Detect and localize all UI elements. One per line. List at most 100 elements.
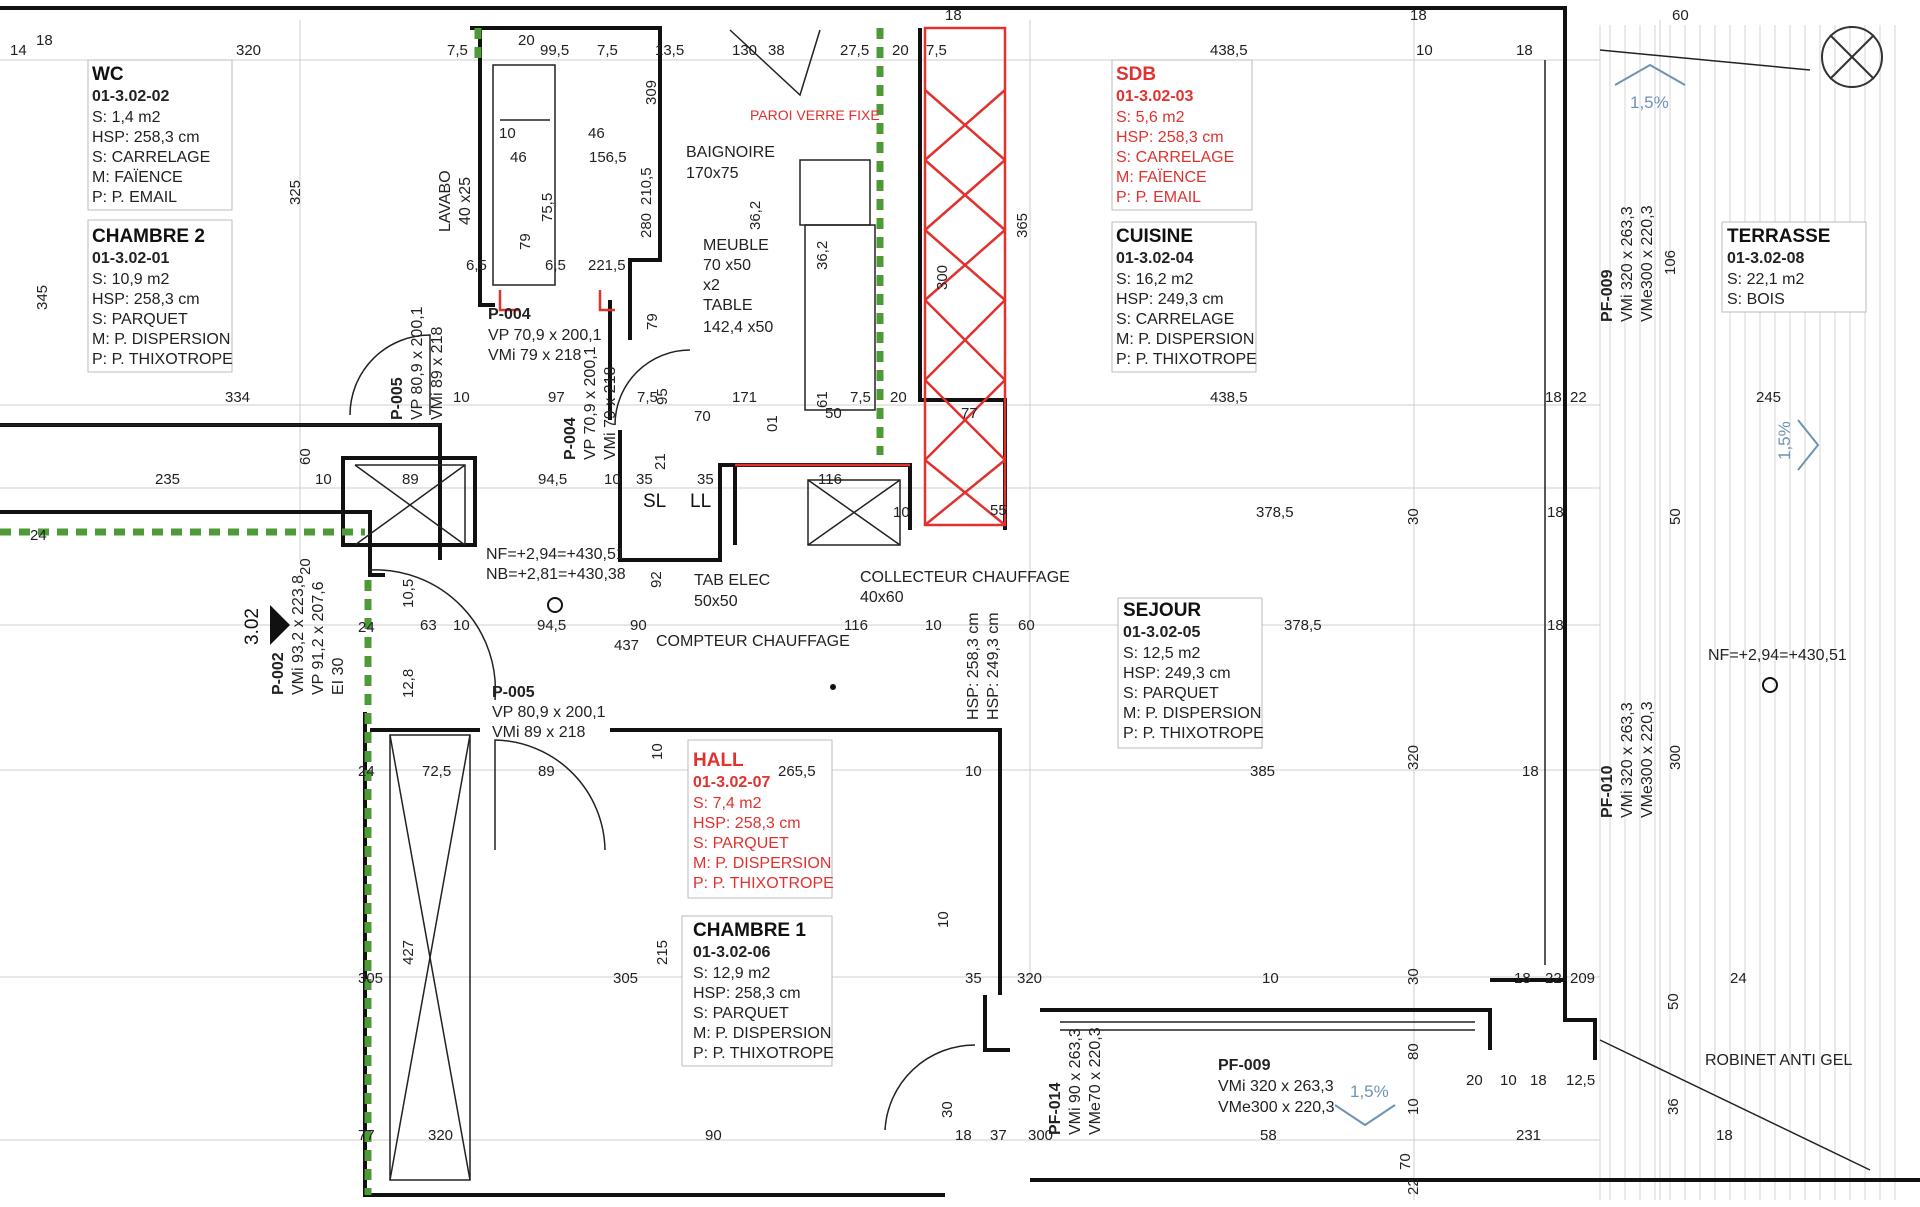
door-detail: VMi 320 x 263,3	[1218, 1078, 1334, 1095]
dimension: 72,5	[422, 763, 451, 780]
dimension: 79	[517, 233, 534, 250]
slope-label: 1,5%	[1630, 93, 1669, 112]
dimension: 309	[643, 80, 660, 105]
door-code: PF-009	[1599, 269, 1616, 322]
dimension: 221,5	[588, 257, 626, 274]
dimension: 18	[1545, 389, 1562, 406]
room-detail: P: P. EMAIL	[1116, 189, 1201, 206]
dimension: 10	[649, 743, 666, 760]
annotation: LAVABO	[437, 170, 454, 232]
north-arrow-icon	[1821, 26, 1883, 88]
door-detail: VMi 320 x 263,3	[1619, 702, 1636, 818]
door-swings	[349, 29, 976, 1131]
door-code: P-005	[492, 684, 535, 701]
room-detail: P: P. EMAIL	[92, 189, 177, 206]
room-name: CHAMBRE 2	[92, 226, 205, 247]
dimension: 235	[155, 471, 180, 488]
dimension: 24	[1730, 970, 1747, 987]
annotation: NB=+2,81=+430,38	[486, 566, 626, 583]
room-detail: HSP: 258,3 cm	[92, 129, 200, 146]
slope-label: 1,5%	[1350, 1082, 1389, 1101]
dimension: 50	[1667, 508, 1684, 525]
dimension: 7,5	[850, 389, 871, 406]
room-detail: S: 10,9 m2	[92, 271, 169, 288]
annotation: HSP: 249,3 cm	[985, 612, 1002, 720]
door-detail: VP 80,9 x 200,1	[492, 704, 606, 721]
dimension: 18	[1547, 504, 1564, 521]
room-detail: S: 5,6 m2	[1116, 109, 1185, 126]
dimension: 209	[1570, 970, 1595, 987]
annotation: COMPTEUR CHAUFFAGE	[656, 633, 850, 650]
dimension: 20	[518, 32, 535, 49]
room-detail: S: 7,4 m2	[693, 795, 762, 812]
dimension: 22	[1570, 389, 1587, 406]
room-code: 01-3.02-04	[1116, 250, 1193, 267]
dimension: 116	[818, 471, 842, 488]
door-detail: VMi 79 x 218	[488, 347, 581, 364]
annotation: PAROI VERRE FIXE	[750, 107, 880, 123]
room-detail: HSP: 249,3 cm	[1123, 665, 1231, 682]
dimension: 7,5	[926, 42, 947, 59]
door-detail: VMe300 x 220,3	[1639, 205, 1656, 322]
door-code: PF-009	[1218, 1057, 1271, 1074]
door-detail: VMi 320 x 263,3	[1619, 206, 1636, 322]
room-detail: M: FAÏENCE	[92, 168, 183, 186]
dimension: 30	[939, 1101, 956, 1118]
door-code: P-002	[270, 652, 287, 695]
dimension: 18	[945, 7, 962, 24]
dimension: 320	[428, 1127, 453, 1144]
dimension: 38	[768, 42, 785, 59]
room-detail: S: CARRELAGE	[1116, 311, 1234, 328]
annotation: 170x75	[686, 165, 739, 182]
dimension: 10	[1416, 42, 1433, 59]
dimension: 30	[1405, 508, 1422, 525]
interior-lines	[0, 49, 1871, 1181]
room-name: TERRASSE	[1727, 226, 1830, 247]
room-detail: HSP: 258,3 cm	[693, 985, 801, 1002]
dimension: 437	[614, 637, 639, 654]
dimension: 18	[955, 1127, 972, 1144]
dimension: 334	[225, 389, 250, 406]
dimension: 10	[499, 125, 516, 142]
dimension: 55	[990, 502, 1007, 519]
room-detail: M: P. DISPERSION	[1123, 705, 1261, 722]
dimension: 300	[934, 265, 951, 290]
room-name: SDB	[1116, 64, 1156, 85]
dimension: 365	[1014, 213, 1031, 238]
dimension: 265,5	[778, 763, 816, 780]
annotation: 70 x50	[703, 257, 751, 274]
dimension: 80	[1405, 1043, 1422, 1060]
dimension: 46	[510, 149, 527, 166]
door-labels: P-004 VP 70,9 x 200,1 VMi 79 x 218 P-005…	[270, 205, 1656, 1135]
dimension: 99,5	[540, 42, 569, 59]
dimension: 77	[961, 405, 978, 422]
annotation: ROBINET ANTI GEL	[1705, 1052, 1852, 1069]
room-name: WC	[92, 64, 124, 85]
terrace-decking-hatch	[1599, 25, 1896, 1200]
annotation: TABLE	[703, 297, 753, 314]
room-code: 01-3.02-05	[1123, 624, 1200, 641]
dimension: 20	[892, 42, 909, 59]
door-detail: VMi 90 x 263,3	[1067, 1028, 1084, 1135]
room-detail: M: P. DISPERSION	[693, 1025, 831, 1042]
dimension: 18	[1530, 1072, 1547, 1089]
room-code: 01-3.02-07	[693, 774, 770, 791]
annotation: 40x60	[860, 589, 904, 606]
dimension: 75,5	[539, 193, 556, 222]
door-code: PF-010	[1599, 765, 1616, 818]
dimension: 60	[297, 448, 314, 465]
dimension: 320	[1017, 970, 1042, 987]
dimension: 20	[890, 389, 907, 406]
room-detail: S: PARQUET	[693, 835, 789, 852]
dimension: 10	[604, 471, 621, 488]
dimension: 89	[538, 763, 555, 780]
slope-arrows	[1334, 63, 1820, 1127]
dimension: 18	[1522, 763, 1539, 780]
dimension: 10	[453, 617, 470, 634]
dimension: 245	[1756, 389, 1781, 406]
dimension: 01	[764, 415, 781, 432]
annotation: NF=+2,94=+430,51	[486, 546, 625, 563]
room-code: 01-3.02-03	[1116, 88, 1193, 105]
dimension: 24	[358, 619, 375, 636]
